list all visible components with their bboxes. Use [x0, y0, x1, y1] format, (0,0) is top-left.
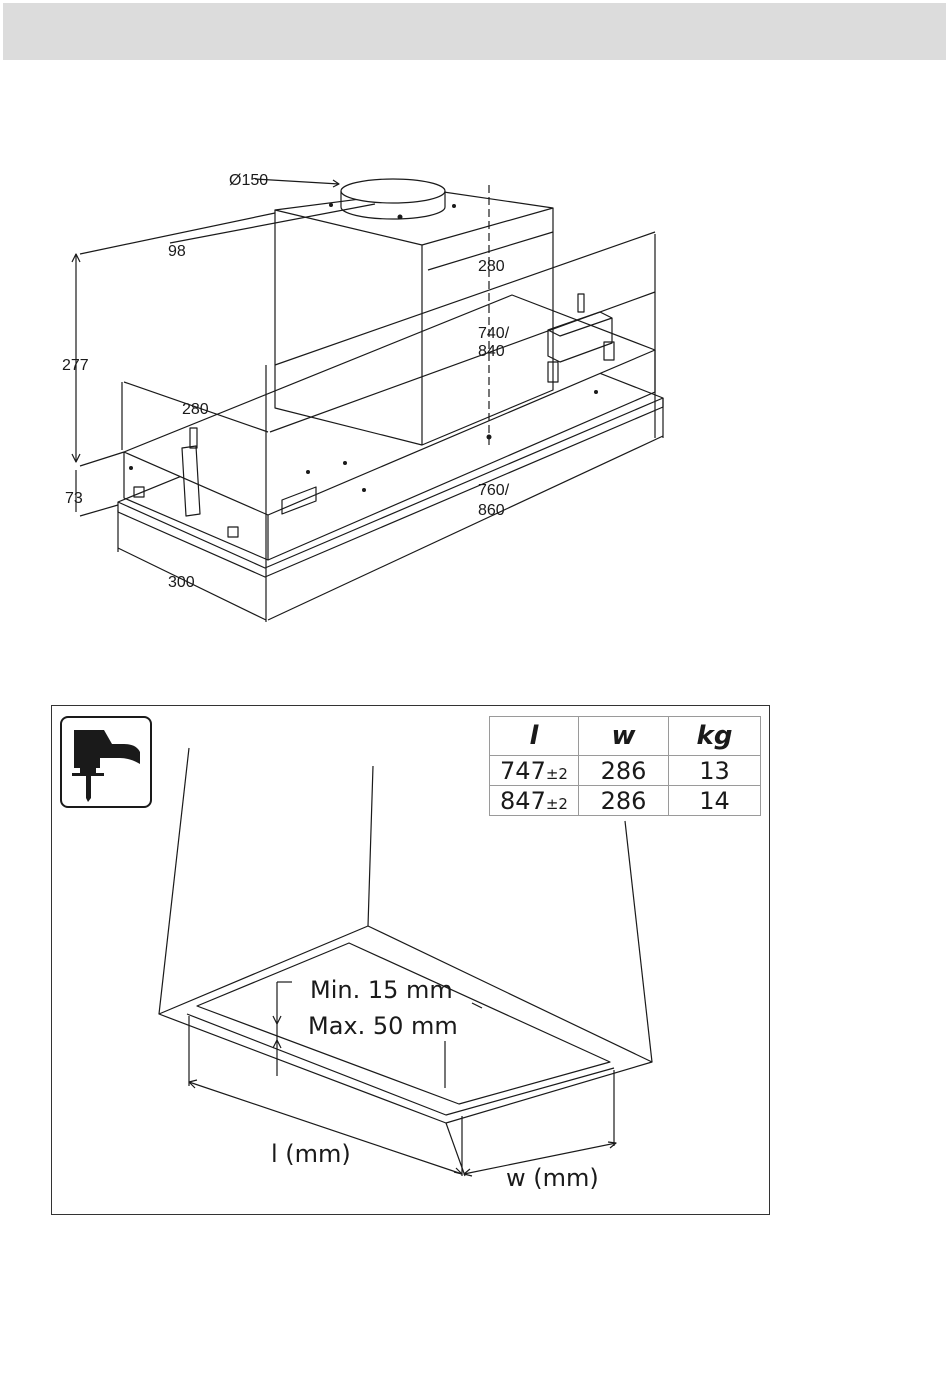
- dim-length-bottom: 760/: [478, 482, 510, 499]
- width-label: w (mm): [506, 1164, 599, 1192]
- dim-height-total: 277: [62, 357, 89, 374]
- max-thickness-label: Max. 50 mm: [308, 1012, 458, 1040]
- hood-dimension-drawing: Ø150 98 280 740/ 840 277 280 73 300 760/…: [0, 60, 950, 700]
- dim-depth-top: 280: [478, 258, 505, 275]
- dim-width-front: 300: [168, 574, 195, 591]
- min-thickness-label: Min. 15 mm: [310, 976, 453, 1004]
- installation-cutout-panel: l w kg 747±2 286 13 847±2 286 14: [51, 705, 770, 1215]
- length-label: l (mm): [271, 1140, 351, 1168]
- dim-duct-diameter: Ø150: [229, 172, 268, 189]
- dim-length-bottom-alt: 860: [478, 502, 505, 519]
- dim-duct-offset: 98: [168, 243, 186, 260]
- dim-depth-side: 280: [182, 401, 209, 418]
- header-bar: [3, 3, 946, 60]
- dim-length-top-alt: 840: [478, 343, 505, 360]
- dim-frame-height: 73: [65, 490, 83, 507]
- dim-length-top: 740/: [478, 325, 510, 342]
- duct-collar: [341, 179, 445, 203]
- cutout-diagram: Min. 15 mm Max. 50 mm l (mm) w (mm): [52, 706, 771, 1216]
